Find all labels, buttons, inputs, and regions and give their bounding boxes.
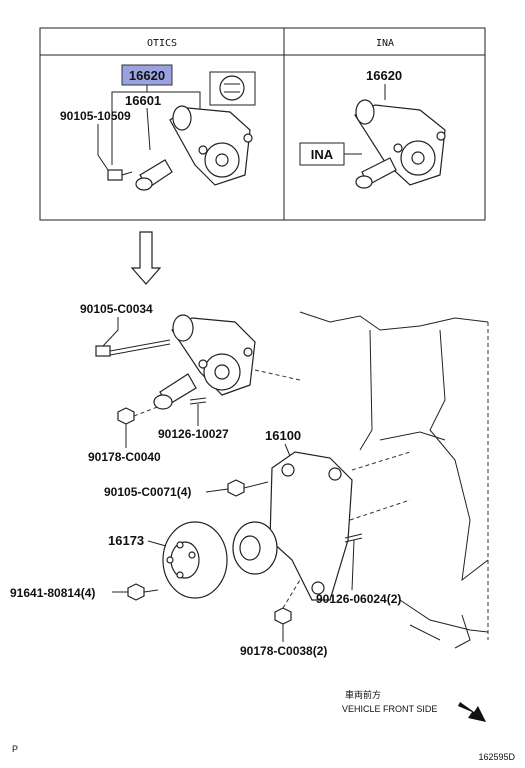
label-pulley-bolts[interactable]: 91641-80814(4) [10, 586, 95, 600]
label-otics-bolt[interactable]: 90105-10509 [60, 109, 131, 123]
diagram-code: 162595D [478, 752, 515, 762]
label-stud-tensioner[interactable]: 90126-10027 [158, 427, 229, 441]
header-ina: INA [376, 38, 394, 49]
tensioner-nut [117, 407, 135, 425]
ina-cell: 16620 INA [299, 68, 446, 189]
pump-bolt [227, 479, 245, 497]
label-pulley[interactable]: 16173 [108, 533, 144, 548]
label-pump-stud[interactable]: 90126-06024(2) [316, 592, 401, 606]
down-arrow-icon [130, 231, 162, 285]
label-pump-bolts[interactable]: 90105-C0071(4) [104, 485, 191, 499]
front-side-en: VEHICLE FRONT SIDE [342, 704, 437, 714]
label-otics-16620[interactable]: 16620 [129, 68, 165, 83]
label-ina-tag: INA [311, 147, 334, 162]
water-pump [269, 451, 353, 601]
pulley-bolt [127, 583, 145, 601]
table-frame [39, 27, 486, 221]
callouts: 90105-C0034 90126-10027 90178-C0040 1610… [10, 302, 401, 658]
footer-left: P [12, 744, 18, 754]
long-bolt [95, 345, 111, 357]
front-side-indicator: 車両前方 VEHICLE FRONT SIDE [342, 689, 486, 722]
label-nut-tensioner[interactable]: 90178-C0040 [88, 450, 161, 464]
label-bolt-top[interactable]: 90105-C0034 [80, 302, 153, 316]
water-pump-assembly [127, 451, 411, 625]
label-otics-16601[interactable]: 16601 [125, 93, 161, 108]
variant-table: OTICS INA [39, 27, 486, 221]
header-otics: OTICS [147, 38, 177, 49]
otics-cell: 16620 16601 90105-10509 [60, 64, 256, 191]
otics-bolt-part [107, 169, 123, 181]
pump-nut [274, 607, 292, 625]
front-side-jp: 車両前方 [345, 689, 381, 700]
tensioner-assembly [95, 314, 301, 425]
label-water-pump[interactable]: 16100 [265, 428, 301, 443]
engine-block [299, 311, 489, 649]
label-ina-16620[interactable]: 16620 [366, 68, 402, 83]
front-arrow-icon [458, 702, 486, 722]
label-pump-nut[interactable]: 90178-C0038(2) [240, 644, 327, 658]
